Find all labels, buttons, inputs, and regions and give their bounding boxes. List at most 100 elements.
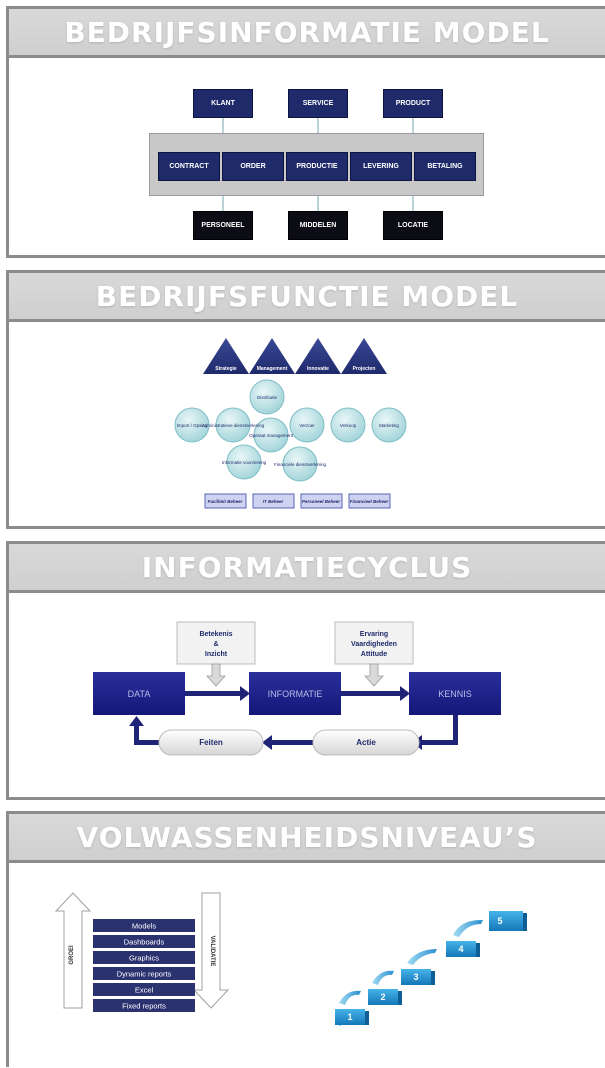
- step-3: [401, 969, 431, 985]
- bar-financieel-beheer: [348, 493, 391, 509]
- validation-arrow-icon: [192, 892, 230, 1009]
- circle-label: Administratieve dienstverlening: [202, 423, 265, 428]
- step-number: 3: [413, 972, 418, 982]
- bar-label: Personeel Beheer: [302, 499, 340, 504]
- stack-label: Graphics: [129, 954, 159, 963]
- bar-label: Faciliteit Beheer: [208, 499, 243, 504]
- stack-item-graphics: [93, 951, 195, 964]
- step-number: 5: [497, 916, 502, 926]
- step-2: [368, 989, 398, 1005]
- stack-label: Fixed reports: [122, 1002, 166, 1011]
- stack-item-fixed-reports: [93, 999, 195, 1012]
- circle-label: Verkoop: [340, 423, 357, 428]
- maturity-diagram: GROEI VALIDATIE Models Dashboards Graphi…: [9, 863, 605, 1067]
- function-model-svg: Strategie Management Innovatie Projecten…: [174, 338, 407, 509]
- panel-title: BEDRIJFSFUNCTIE MODEL: [95, 279, 519, 313]
- process-box-betaling: BETALING: [414, 152, 476, 181]
- stack-item-excel: [93, 983, 195, 996]
- bar-faciliteit-beheer: [204, 493, 247, 509]
- circle-label: Distributie: [257, 395, 278, 400]
- circle-label: Financiele dienstverlening: [274, 462, 327, 467]
- box-data: [93, 672, 185, 715]
- triangle-label: Strategie: [215, 366, 237, 372]
- pill-feiten: [158, 729, 264, 756]
- information-cycle-diagram: Betekenis & Inzicht Ervaring Vaardighede…: [9, 593, 605, 797]
- stack-item-dashboards: [93, 935, 195, 948]
- up-arrow-icon: [129, 716, 144, 726]
- bar-it-beheer: [252, 493, 295, 509]
- box-label: SERVICE: [302, 100, 334, 107]
- maturity-staircase: [335, 911, 527, 1026]
- stack-label: Models: [132, 922, 156, 931]
- input-label: Ervaring: [360, 631, 388, 638]
- panel-header: BEDRIJFSFUNCTIE MODEL: [9, 273, 605, 322]
- circle-informatie-voorziening: [226, 444, 262, 480]
- triangle-strategie: [203, 338, 249, 374]
- stack-item-models: [93, 919, 195, 932]
- pill-actie: [312, 729, 420, 756]
- process-box-contract: CONTRACT: [158, 152, 220, 181]
- step-4: [446, 941, 476, 957]
- bar-label: Financieel Beheer: [350, 499, 389, 504]
- bottom-box-personeel: PERSONEEL: [193, 211, 253, 240]
- triangle-label: Management: [257, 366, 288, 372]
- input-box-betekenis: [176, 621, 256, 665]
- step-1: [335, 1009, 365, 1025]
- top-box-service: SERVICE: [288, 89, 348, 118]
- bar-personeel-beheer: [300, 493, 343, 509]
- box-label: LOCATIE: [397, 222, 429, 229]
- step-number: 1: [347, 1012, 352, 1022]
- box-kennis: [409, 672, 501, 715]
- circle-import-opslag: [174, 407, 210, 443]
- triangle-label: Innovatie: [307, 366, 329, 372]
- top-box-klant: KLANT: [193, 89, 253, 118]
- panel-header: VOLWASSENHEIDSNIVEAU’S: [9, 814, 605, 863]
- process-box-order: ORDER: [222, 152, 284, 181]
- growth-label: GROEI: [69, 945, 75, 965]
- box-label: PRODUCT: [395, 100, 431, 107]
- box-label: PERSONEEL: [201, 222, 245, 229]
- panel-header: BEDRIJFSINFORMATIE MODEL: [9, 9, 605, 58]
- down-arrow-icon: [206, 663, 226, 687]
- maturity-svg: GROEI VALIDATIE Models Dashboards Graphi…: [54, 892, 527, 1026]
- stack-label: Dashboards: [124, 938, 165, 947]
- bottom-box-locatie: LOCATIE: [383, 211, 443, 240]
- triangle-management: [249, 338, 295, 374]
- box-label: CONTRACT: [169, 163, 209, 170]
- down-arrow-icon: [364, 663, 384, 687]
- circle-distributie: [249, 379, 285, 415]
- bar-label: IT Beheer: [263, 499, 284, 504]
- bottom-box-middelen: MIDDELEN: [288, 211, 348, 240]
- top-box-product: PRODUCT: [383, 89, 443, 118]
- box-label: KLANT: [211, 100, 235, 107]
- box-label: ORDER: [240, 163, 266, 170]
- panel-title: VOLWASSENHEIDSNIVEAU’S: [76, 820, 538, 854]
- circle-label: Verzoer: [299, 423, 315, 428]
- circle-operaat-management: [253, 417, 289, 453]
- circle-label: Marketing: [379, 423, 399, 428]
- left-arrow-icon: [262, 735, 272, 750]
- input-label: Attitude: [361, 651, 388, 658]
- panel-maturity-levels: VOLWASSENHEIDSNIVEAU’S GROEI VALIDATIE: [6, 811, 605, 1067]
- input-label: Betekenis: [199, 631, 232, 638]
- panel-header: INFORMATIECYCLUS: [9, 544, 605, 593]
- step-number: 2: [380, 992, 385, 1002]
- input-label: &: [213, 641, 218, 648]
- circle-financiele-dienstverlening: [282, 446, 318, 482]
- cycle-svg: Betekenis & Inzicht Ervaring Vaardighede…: [93, 621, 501, 756]
- panel-title: BEDRIJFSINFORMATIE MODEL: [64, 15, 550, 49]
- step-number: 4: [458, 944, 463, 954]
- step-5: [489, 911, 523, 931]
- circle-label: Informatie voorziening: [222, 460, 267, 465]
- box-label: DATA: [128, 689, 151, 699]
- information-model-diagram: KLANT SERVICE PRODUCT CONTRACT ORDER PRO…: [9, 58, 605, 255]
- right-arrow-icon: [240, 686, 250, 701]
- box-informatie: [249, 672, 341, 715]
- process-box-levering: LEVERING: [350, 152, 412, 181]
- panel-function-model: BEDRIJFSFUNCTIE MODEL Strategie Manag: [6, 270, 605, 529]
- panel-information-cycle: INFORMATIECYCLUS Betekenis & Inzicht: [6, 541, 605, 800]
- triangle-label: Projecten: [353, 366, 376, 372]
- stack-label: Dynamic reports: [117, 970, 172, 979]
- pill-label: Feiten: [199, 738, 223, 747]
- circle-verzoer: [289, 407, 325, 443]
